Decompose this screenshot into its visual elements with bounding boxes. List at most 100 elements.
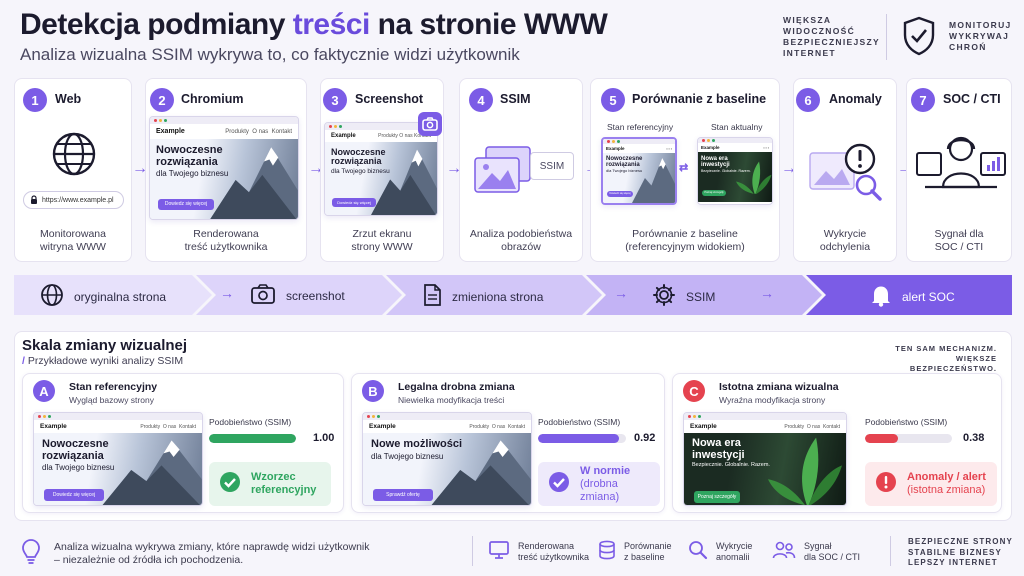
step-badge: 2 bbox=[150, 88, 174, 112]
case-subtitle: Wygląd bazowy strony bbox=[69, 395, 154, 405]
case-title: Istotna zmiana wizualna bbox=[719, 381, 839, 393]
case-subtitle: Wyraźna modyfikacja strony bbox=[719, 395, 826, 405]
ribbon-item-original: oryginalna strona bbox=[40, 283, 166, 310]
arrow-icon: → bbox=[220, 285, 234, 301]
ribbon-item-ssim: SSIM bbox=[652, 283, 715, 310]
ssim-bar bbox=[209, 434, 296, 443]
gear-icon bbox=[652, 283, 676, 310]
step-badge: 4 bbox=[469, 88, 493, 112]
shield-check-icon bbox=[902, 16, 936, 61]
search-icon bbox=[688, 540, 708, 563]
ribbon-item-changed: zmieniona strona bbox=[422, 283, 543, 310]
soc-analyst-icon bbox=[915, 131, 1007, 200]
plant-image bbox=[735, 161, 772, 194]
plant-image bbox=[767, 437, 842, 505]
globe-icon bbox=[40, 283, 64, 310]
arrow-icon: → bbox=[760, 285, 774, 301]
step-card-baseline: 5 Porównanie z baseline Stan referencyjn… bbox=[590, 78, 780, 262]
case-subtitle: Niewielka modyfikacja treści bbox=[398, 395, 505, 405]
mountain-image bbox=[631, 158, 675, 203]
step-title: Web bbox=[55, 92, 82, 106]
ribbon-item-alert: alert SOC bbox=[870, 283, 955, 310]
case-title: Stan referencyjny bbox=[69, 381, 158, 393]
globe-icon bbox=[51, 131, 97, 182]
mountain-image bbox=[210, 147, 298, 219]
ssim-value: 0.38 bbox=[963, 432, 985, 444]
step-title: Chromium bbox=[181, 92, 244, 106]
ribbon-item-screenshot: screenshot bbox=[250, 283, 345, 308]
compare-arrows-icon: ⇄ bbox=[679, 162, 689, 174]
case-card: A Stan referencyjny Wygląd bazowy strony… bbox=[22, 373, 344, 513]
case-result: Anomaly / alert(istotna zmiana) bbox=[865, 462, 997, 506]
step-badge: 1 bbox=[23, 88, 47, 112]
case-badge: B bbox=[362, 380, 384, 402]
check-circle-icon bbox=[219, 471, 241, 497]
case-badge: A bbox=[33, 380, 55, 402]
arrow-icon: → bbox=[132, 160, 148, 177]
ssim-bar bbox=[865, 434, 952, 443]
hero-cta: Dowiedz się więcej bbox=[158, 199, 214, 210]
camera-icon bbox=[250, 283, 276, 308]
ref-label: Stan referencyjny bbox=[607, 122, 674, 132]
hero-cta: Dowiedz się więcej bbox=[332, 198, 376, 207]
check-circle-icon bbox=[548, 471, 570, 497]
ssim-bar-fill bbox=[538, 434, 619, 443]
case-badge: C bbox=[683, 380, 705, 402]
lightbulb-icon bbox=[20, 537, 42, 570]
step-desc: Porównanie z baseline(referencyjnym wido… bbox=[625, 228, 745, 253]
ssim-label: Podobieństwo (SSIM) bbox=[865, 417, 948, 427]
step-badge: 6 bbox=[796, 88, 820, 112]
step-title: Screenshot bbox=[355, 92, 424, 106]
url-bar: https://www.example.pl bbox=[23, 191, 124, 209]
step-title: SSIM bbox=[500, 92, 531, 106]
mountain-image bbox=[431, 440, 531, 505]
database-icon bbox=[598, 540, 616, 563]
case-title: Legalna drobna zmiana bbox=[398, 381, 515, 393]
url-text: https://www.example.pl bbox=[42, 196, 114, 204]
divider bbox=[472, 536, 473, 566]
step-badge: 3 bbox=[323, 88, 347, 112]
ssim-bar-fill bbox=[865, 434, 899, 443]
step-badge: 7 bbox=[911, 88, 935, 112]
step-badge: 5 bbox=[601, 88, 625, 112]
footer-note: Analiza wizualna wykrywa zmiany, które n… bbox=[54, 541, 370, 566]
step-title: Porównanie z baseline bbox=[632, 92, 767, 106]
case-card: B Legalna drobna zmiana Niewielka modyfi… bbox=[351, 373, 665, 513]
arrow-icon: → bbox=[446, 160, 462, 177]
camera-icon bbox=[418, 112, 442, 136]
ssim-value: 0.92 bbox=[634, 432, 656, 444]
case-card: C Istotna zmiana wizualna Wyraźna modyfi… bbox=[672, 373, 1002, 513]
anomaly-search-icon bbox=[808, 141, 886, 206]
scale-title: Skala zmiany wizualnej bbox=[22, 337, 188, 354]
image-compare-icon bbox=[472, 146, 534, 201]
step-card-web: 1 Web https://www.example.pl Monitorowan… bbox=[14, 78, 132, 262]
ssim-value: 1.00 bbox=[313, 432, 335, 444]
divider bbox=[890, 536, 891, 566]
alert-circle-icon bbox=[875, 471, 897, 497]
divider bbox=[886, 14, 887, 60]
users-icon bbox=[772, 540, 796, 563]
bell-icon bbox=[870, 283, 892, 310]
ssim-chip: SSIM bbox=[530, 152, 574, 180]
mountain-image bbox=[102, 440, 202, 505]
arrow-icon: → bbox=[614, 285, 628, 301]
document-icon bbox=[422, 283, 442, 310]
